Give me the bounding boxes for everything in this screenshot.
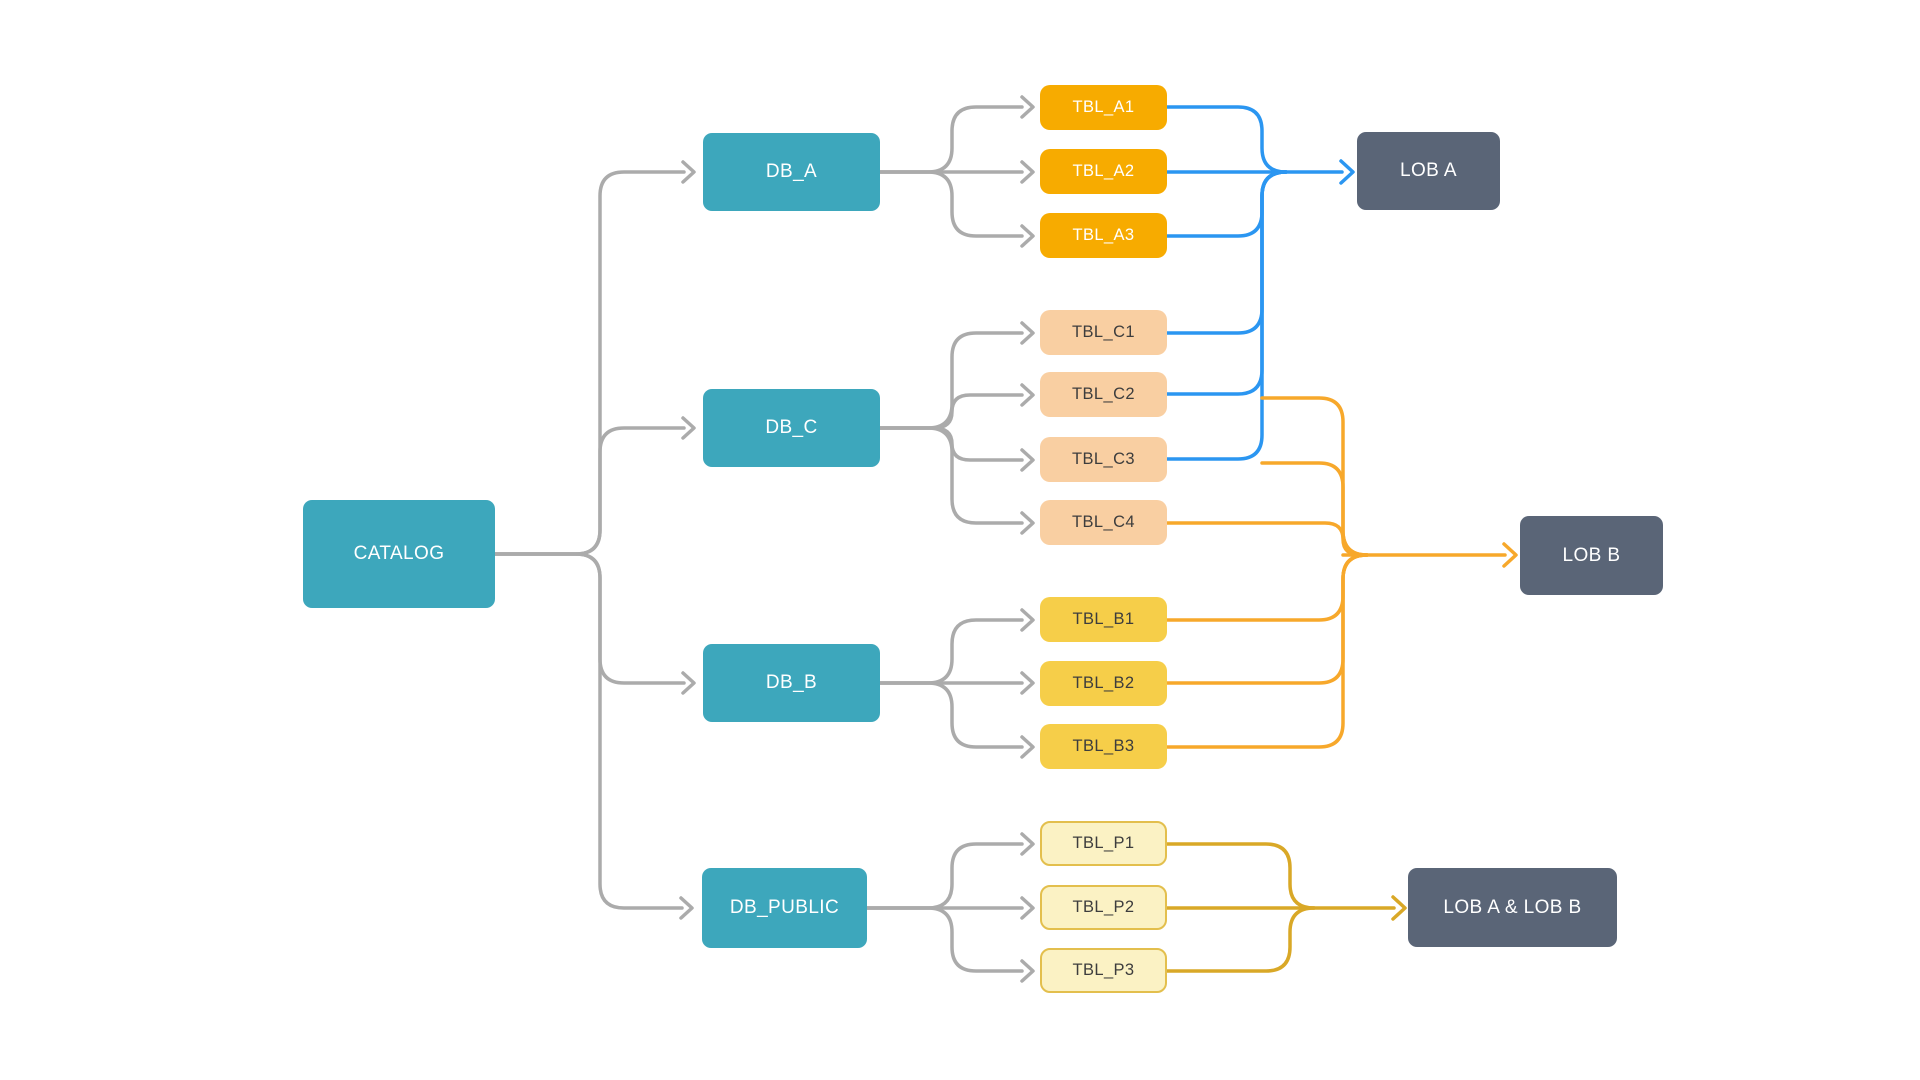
- arrowhead-tbl-c1: [1020, 321, 1035, 345]
- node-tbl-a2-label: TBL_A2: [1072, 162, 1135, 180]
- node-db-a-label: DB_A: [765, 161, 818, 182]
- arrowhead-tbl-b3: [1020, 735, 1035, 759]
- node-tbl-b3-label: TBL_B3: [1072, 737, 1135, 755]
- arrowhead-tbl-p3: [1020, 959, 1035, 983]
- edge-tbl-a1-lob-a: [1165, 105, 1288, 174]
- node-tbl-p3-label: TBL_P3: [1072, 961, 1135, 979]
- edge-catalog-db-c: [493, 426, 686, 556]
- node-tbl-c2-label: TBL_C2: [1072, 385, 1135, 403]
- node-tbl-p2: TBL_P2: [1040, 885, 1167, 930]
- node-tbl-p2-label: TBL_P2: [1072, 898, 1135, 916]
- arrowhead-lob-ab: [1391, 895, 1407, 921]
- edge-tbl-b3-lob-b: [1165, 553, 1369, 749]
- arrowhead-tbl-a1: [1020, 95, 1035, 119]
- edge-tbl-c3-lob-a: [1165, 170, 1288, 461]
- node-db-public-label: DB_PUBLIC: [729, 897, 840, 918]
- arrowhead-db-c: [681, 416, 696, 440]
- node-tbl-c4-label: TBL_C4: [1072, 513, 1135, 531]
- arrowhead-tbl-a2: [1020, 160, 1035, 184]
- edge-db-b-tbl-b3: [878, 681, 1024, 749]
- node-lob-b: LOB B: [1520, 516, 1663, 595]
- edge-tbl-b1-lob-b: [1165, 553, 1369, 622]
- node-tbl-a3: TBL_A3: [1040, 213, 1167, 258]
- edge-tbl-c2-lob-b: [1260, 396, 1369, 557]
- node-db-a: DB_A: [703, 133, 880, 211]
- node-db-b: DB_B: [703, 644, 880, 722]
- arrowhead-tbl-p1: [1020, 832, 1035, 856]
- node-lob-a-label: LOB A: [1400, 160, 1457, 181]
- node-tbl-a1: TBL_A1: [1040, 85, 1167, 130]
- edge-db-public-tbl-p1: [865, 842, 1024, 910]
- node-lob-ab: LOB A & LOB B: [1408, 868, 1617, 947]
- arrowhead-tbl-a3: [1020, 224, 1035, 248]
- node-tbl-b2-label: TBL_B2: [1072, 674, 1135, 692]
- arrowhead-tbl-c2: [1020, 383, 1035, 407]
- arrowhead-tbl-c4: [1020, 511, 1035, 535]
- arrowhead-lob-a: [1339, 159, 1355, 185]
- arrowhead-db-public: [679, 896, 694, 920]
- edge-db-a-tbl-a3: [878, 170, 1024, 238]
- edge-catalog-db-public: [493, 552, 684, 910]
- arrowhead-tbl-c3: [1020, 448, 1035, 472]
- node-tbl-b2: TBL_B2: [1040, 661, 1167, 706]
- node-tbl-c3: TBL_C3: [1040, 437, 1167, 482]
- node-db-c-label: DB_C: [765, 417, 818, 438]
- node-catalog: CATALOG: [303, 500, 495, 608]
- node-db-c: DB_C: [703, 389, 880, 467]
- node-tbl-a1-label: TBL_A1: [1072, 98, 1135, 116]
- node-tbl-b1: TBL_B1: [1040, 597, 1167, 642]
- edge-db-public-tbl-p3: [865, 906, 1024, 973]
- edge-db-a-tbl-a1: [878, 105, 1024, 174]
- edge-tbl-a3-lob-a: [1165, 170, 1288, 238]
- arrowhead-lob-b: [1502, 542, 1518, 568]
- node-lob-b-label: LOB B: [1562, 544, 1621, 566]
- edge-tbl-c2-lob-a: [1165, 170, 1288, 396]
- edge-catalog-db-a: [493, 170, 686, 556]
- node-db-b-label: DB_B: [765, 672, 818, 693]
- node-tbl-c3-label: TBL_C3: [1072, 450, 1135, 468]
- node-catalog-label: CATALOG: [353, 543, 445, 564]
- edge-tbl-p3-lob-ab: [1165, 906, 1316, 973]
- node-lob-a: LOB A: [1357, 132, 1500, 210]
- arrowhead-db-a: [681, 160, 696, 184]
- edge-db-c-tbl-c4: [878, 426, 1024, 525]
- node-db-public: DB_PUBLIC: [702, 868, 867, 948]
- edge-tbl-p1-lob-ab: [1165, 842, 1316, 910]
- node-lob-ab-label: LOB A & LOB B: [1443, 896, 1582, 918]
- node-tbl-a3-label: TBL_A3: [1072, 226, 1135, 244]
- node-tbl-c4: TBL_C4: [1040, 500, 1167, 545]
- node-tbl-p3: TBL_P3: [1040, 948, 1167, 993]
- node-tbl-p1: TBL_P1: [1040, 821, 1167, 866]
- arrowhead-db-b: [681, 671, 696, 695]
- node-tbl-c2: TBL_C2: [1040, 372, 1167, 417]
- node-tbl-b1-label: TBL_B1: [1072, 610, 1135, 628]
- node-tbl-c1-label: TBL_C1: [1072, 323, 1135, 341]
- node-tbl-c1: TBL_C1: [1040, 310, 1167, 355]
- arrowhead-tbl-b1: [1020, 608, 1035, 632]
- arrowhead-tbl-b2: [1020, 671, 1035, 695]
- edge-catalog-db-b: [493, 552, 686, 685]
- node-tbl-b3: TBL_B3: [1040, 724, 1167, 769]
- edge-tbl-c3-lob-b: [1260, 461, 1369, 557]
- edge-tbl-c4-lob-b: [1165, 521, 1363, 557]
- edge-db-b-tbl-b1: [878, 618, 1024, 685]
- arrowhead-tbl-p2: [1020, 896, 1035, 920]
- node-tbl-a2: TBL_A2: [1040, 149, 1167, 194]
- node-tbl-p1-label: TBL_P1: [1072, 834, 1135, 852]
- edge-tbl-c1-lob-a: [1165, 170, 1288, 335]
